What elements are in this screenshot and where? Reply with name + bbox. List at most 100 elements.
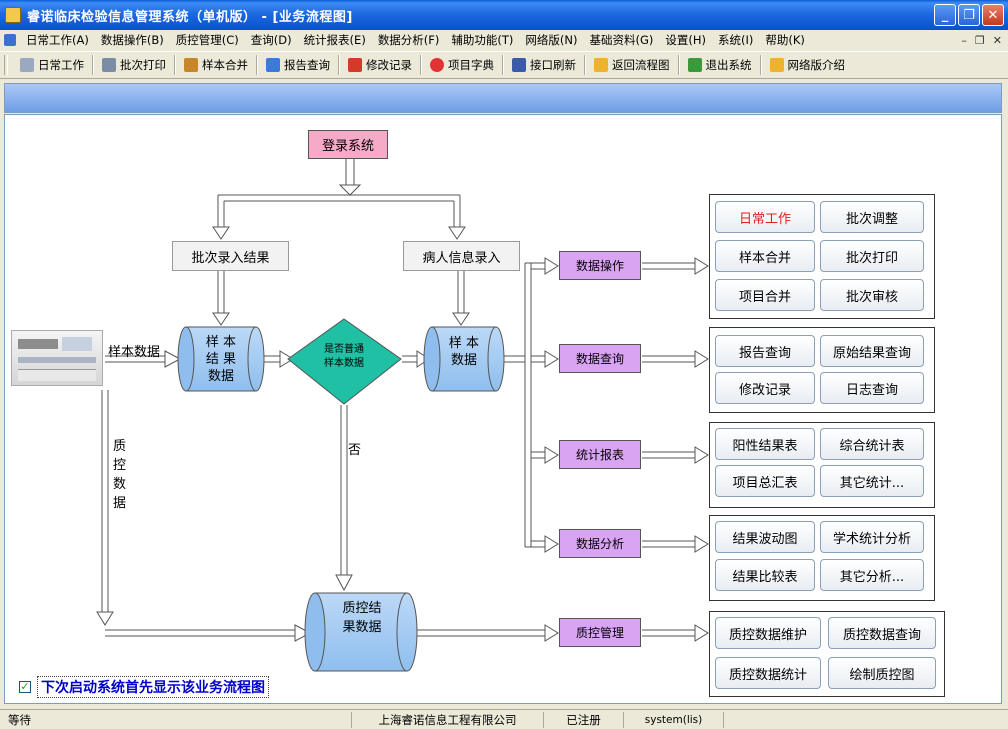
arrow-batch-down xyxy=(217,270,225,313)
arrow-query-panel xyxy=(642,355,695,363)
toolbar-label: 修改记录 xyxy=(366,58,412,72)
magnifier-icon xyxy=(266,58,280,72)
mdi-restore-icon[interactable]: ❐ xyxy=(974,33,985,47)
minimize-button[interactable]: _ xyxy=(934,4,956,26)
btn-academic-analysis[interactable]: 学术统计分析 xyxy=(820,521,924,553)
btn-summary-stats[interactable]: 综合统计表 xyxy=(820,428,924,460)
btn-other-stats[interactable]: 其它统计... xyxy=(820,465,924,497)
btn-sample-merge[interactable]: 样本合并 xyxy=(715,240,815,272)
node-stats[interactable]: 统计报表 xyxy=(559,440,641,469)
menu-data-ops[interactable]: 数据操作(B) xyxy=(100,33,164,47)
back-arrow-icon xyxy=(594,58,608,72)
menu-daily-work[interactable]: 日常工作(A) xyxy=(26,33,89,47)
arrowhead-qc xyxy=(335,574,353,592)
menu-help[interactable]: 帮助(K) xyxy=(765,33,805,47)
btn-batch-print[interactable]: 批次打印 xyxy=(820,240,924,272)
title-bar: 睿诺临床检验信息管理系统（单机版） - [业务流程图] _ ❐ ✕ xyxy=(0,0,1008,30)
menu-basic-data[interactable]: 基础资料(G) xyxy=(589,33,654,47)
mdi-close-icon[interactable]: ✕ xyxy=(992,33,1002,47)
btn-log-query[interactable]: 日志查询 xyxy=(820,372,924,404)
close-button[interactable]: ✕ xyxy=(982,4,1004,26)
menu-aux[interactable]: 辅助功能(T) xyxy=(451,33,514,47)
menu-analysis[interactable]: 数据分析(F) xyxy=(377,33,440,47)
menu-qc[interactable]: 质控管理(C) xyxy=(175,33,239,47)
merge-icon xyxy=(184,58,198,72)
cylinder-qc xyxy=(304,592,418,672)
btn-raw-result-query[interactable]: 原始结果查询 xyxy=(820,335,924,367)
branch-query xyxy=(531,355,545,363)
dictionary-icon xyxy=(430,58,444,72)
toolbar-network-intro[interactable]: 网络版介绍 xyxy=(762,54,854,76)
menu-system[interactable]: 系统(I) xyxy=(718,33,754,47)
btn-qc-chart[interactable]: 绘制质控图 xyxy=(828,657,936,689)
menu-reports[interactable]: 统计报表(E) xyxy=(303,33,366,47)
node-data-ops[interactable]: 数据操作 xyxy=(559,251,641,280)
btn-result-trend[interactable]: 结果波动图 xyxy=(715,521,815,553)
qc-result-data-label[interactable]: 质控结果数据 xyxy=(342,601,382,635)
btn-qc-maintain[interactable]: 质控数据维护 xyxy=(715,617,821,649)
arrowhead-cyl1 xyxy=(212,312,230,326)
toolbar-item-dictionary[interactable]: 项目字典 xyxy=(422,54,502,76)
toolbar-daily-work[interactable]: 日常工作 xyxy=(12,54,92,76)
toolbar-interface-refresh[interactable]: 接口刷新 xyxy=(504,54,584,76)
status-user: system(lis) xyxy=(624,711,724,728)
toolbar-report-query[interactable]: 报告查询 xyxy=(258,54,338,76)
edit-icon xyxy=(348,58,362,72)
startup-checkbox[interactable]: ✓ 下次启动系统首先显示该业务流程图 xyxy=(19,676,269,698)
menu-query[interactable]: 查询(D) xyxy=(250,33,292,47)
forward-arrow-icon xyxy=(769,58,784,72)
branch-analysis xyxy=(525,540,545,548)
toolbar-separator xyxy=(420,55,422,75)
arrow-ops-panel xyxy=(642,262,695,270)
toolbar-label: 批次打印 xyxy=(120,58,166,72)
toolbar-separator xyxy=(338,55,340,75)
btn-other-analysis[interactable]: 其它分析... xyxy=(820,559,924,591)
status-registered: 已注册 xyxy=(544,711,624,728)
app-icon xyxy=(5,7,21,23)
toolbar-sample-merge[interactable]: 样本合并 xyxy=(176,54,256,76)
restore-button[interactable]: ❐ xyxy=(958,4,980,26)
toolbar-exit[interactable]: 退出系统 xyxy=(680,54,760,76)
btn-report-query[interactable]: 报告查询 xyxy=(715,335,815,367)
interface-icon xyxy=(512,58,526,72)
btn-qc-stats[interactable]: 质控数据统计 xyxy=(715,657,821,689)
btn-batch-adjust[interactable]: 批次调整 xyxy=(820,201,924,233)
toolbar-label: 样本合并 xyxy=(202,58,248,72)
sample-data-store-label[interactable]: 样 本数据 xyxy=(448,336,480,368)
login-system-node[interactable]: 登录系统 xyxy=(308,130,388,159)
arrowhead-patient xyxy=(448,226,466,240)
mdi-minimize-icon[interactable]: – xyxy=(961,33,967,47)
btn-item-summary[interactable]: 项目总汇表 xyxy=(715,465,815,497)
startup-checkbox-label[interactable]: 下次启动系统首先显示该业务流程图 xyxy=(37,676,269,698)
node-data-query[interactable]: 数据查询 xyxy=(559,344,641,373)
menu-network[interactable]: 网络版(N) xyxy=(525,33,578,47)
btn-edit-log[interactable]: 修改记录 xyxy=(715,372,815,404)
batch-entry-node[interactable]: 批次录入结果 xyxy=(172,241,289,271)
btn-positive-results[interactable]: 阳性结果表 xyxy=(715,428,815,460)
menu-settings[interactable]: 设置(H) xyxy=(665,33,706,47)
patient-entry-node[interactable]: 病人信息录入 xyxy=(403,241,520,271)
toolbar-edit-log[interactable]: 修改记录 xyxy=(340,54,420,76)
btn-result-compare[interactable]: 结果比较表 xyxy=(715,559,815,591)
sample-result-data-label[interactable]: 样 本结 果数据 xyxy=(205,335,237,384)
arrowhead-qc-left xyxy=(96,611,114,626)
arrow-patient-down xyxy=(457,270,465,313)
printer-icon xyxy=(102,58,116,72)
btn-item-merge[interactable]: 项目合并 xyxy=(715,279,815,311)
menu-bar: 日常工作(A) 数据操作(B) 质控管理(C) 查询(D) 统计报表(E) 数据… xyxy=(0,30,1008,50)
btn-qc-query[interactable]: 质控数据查询 xyxy=(828,617,936,649)
status-bar: 等待 上海睿诺信息工程有限公司 已注册 system(lis) xyxy=(0,709,1008,729)
decision-diamond xyxy=(287,318,402,405)
toolbar-back-to-flow[interactable]: 返回流程图 xyxy=(586,54,678,76)
toolbar-batch-print[interactable]: 批次打印 xyxy=(94,54,174,76)
node-analysis[interactable]: 数据分析 xyxy=(559,529,641,558)
toolbar-separator xyxy=(759,55,762,75)
no-label: 否 xyxy=(348,443,362,458)
mdi-document-icon[interactable] xyxy=(4,34,16,46)
toolbar-separator xyxy=(584,55,586,75)
btn-daily-work[interactable]: 日常工作 xyxy=(715,201,815,233)
btn-batch-review[interactable]: 批次审核 xyxy=(820,279,924,311)
toolbar-grip[interactable] xyxy=(4,55,8,75)
node-qc-mgmt[interactable]: 质控管理 xyxy=(559,618,641,647)
checkbox-check-icon[interactable]: ✓ xyxy=(19,680,31,693)
